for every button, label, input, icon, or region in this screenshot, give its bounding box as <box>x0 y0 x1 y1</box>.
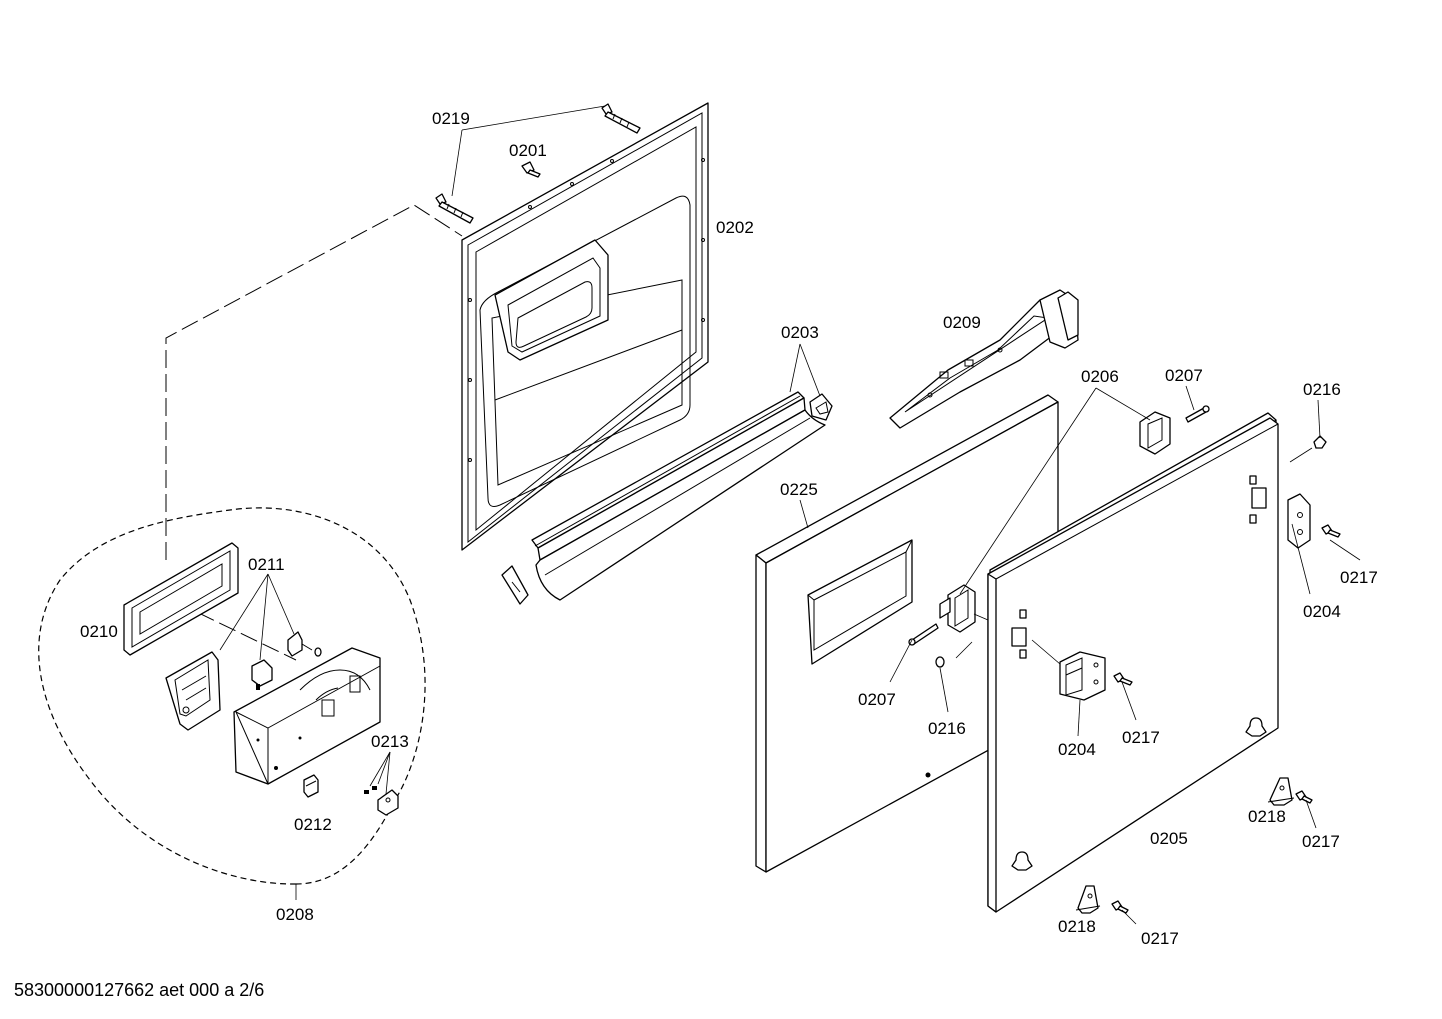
label-0206: 0206 <box>1081 367 1119 386</box>
cap-0216-upper <box>1313 435 1327 449</box>
pin-0207-upper <box>1185 405 1210 423</box>
screw-0217-a <box>1321 524 1341 538</box>
dispenser-assembly-boundary <box>38 507 426 885</box>
document-id: 58300000127662 aet 000 a 2/6 <box>14 980 265 1000</box>
label-0216-upper: 0216 <box>1303 380 1341 399</box>
bracket-0218-a <box>1267 777 1295 806</box>
label-0201: 0201 <box>509 141 547 160</box>
clip-0212 <box>303 774 319 798</box>
label-0210: 0210 <box>80 622 118 641</box>
dispenser-body <box>233 647 381 785</box>
dispenser-lever <box>287 631 322 657</box>
label-0205: 0205 <box>1150 829 1188 848</box>
label-0218-b: 0218 <box>1058 917 1096 936</box>
cap-0216-lower <box>935 656 945 668</box>
bracket-0204-upper <box>1287 493 1311 549</box>
label-0203: 0203 <box>781 323 819 342</box>
label-0217-c: 0217 <box>1302 832 1340 851</box>
dispenser-cover <box>165 651 221 731</box>
latch-0206-upper <box>1139 411 1171 455</box>
end-cap-right <box>809 393 833 421</box>
label-0217-a: 0217 <box>1340 568 1378 587</box>
label-0208: 0208 <box>276 905 314 924</box>
label-0204-lower: 0204 <box>1058 740 1096 759</box>
label-0207-lower: 0207 <box>858 690 896 709</box>
reference-line <box>165 204 463 560</box>
label-0204-upper: 0204 <box>1303 602 1341 621</box>
screw-0217-b <box>1113 672 1133 686</box>
end-cap-left <box>501 565 529 605</box>
screw-0219-lower <box>435 193 474 224</box>
label-0211: 0211 <box>248 555 285 574</box>
pin-0207-lower <box>908 623 939 646</box>
screw-0217-d <box>1111 900 1129 914</box>
door-frame-lower <box>987 417 1279 913</box>
reference-line-short <box>175 601 297 661</box>
label-0217-d: 0217 <box>1141 929 1179 948</box>
front-panel <box>755 394 1059 873</box>
bracket-0204-lower <box>1059 651 1106 701</box>
screw-0219-upper <box>601 103 641 134</box>
latch-0206-lower <box>939 584 976 633</box>
gasket-frame <box>123 542 239 656</box>
screw-0201 <box>521 161 541 178</box>
inner-door-panel <box>461 102 709 551</box>
bracket-0218-b <box>1075 885 1101 914</box>
parts-0213 <box>364 786 399 816</box>
label-0209: 0209 <box>943 313 981 332</box>
leader-lines <box>219 105 1361 925</box>
screw-0217-c <box>1295 790 1313 804</box>
label-0225: 0225 <box>780 480 818 499</box>
hinge-arm <box>889 289 1079 429</box>
label-0212: 0212 <box>294 815 332 834</box>
bottom-rail <box>531 391 826 601</box>
label-0213: 0213 <box>371 732 409 751</box>
dispenser-slide <box>251 659 273 690</box>
label-0219: 0219 <box>432 109 470 128</box>
label-0202: 0202 <box>716 218 754 237</box>
label-0218-a: 0218 <box>1248 807 1286 826</box>
label-0217-b: 0217 <box>1122 728 1160 747</box>
panel-holes <box>468 158 705 462</box>
part-labels: 0219 0201 0202 0203 0209 0206 0207 0216 … <box>80 109 1378 948</box>
label-0216-lower: 0216 <box>928 719 966 738</box>
label-0207-upper: 0207 <box>1165 366 1203 385</box>
